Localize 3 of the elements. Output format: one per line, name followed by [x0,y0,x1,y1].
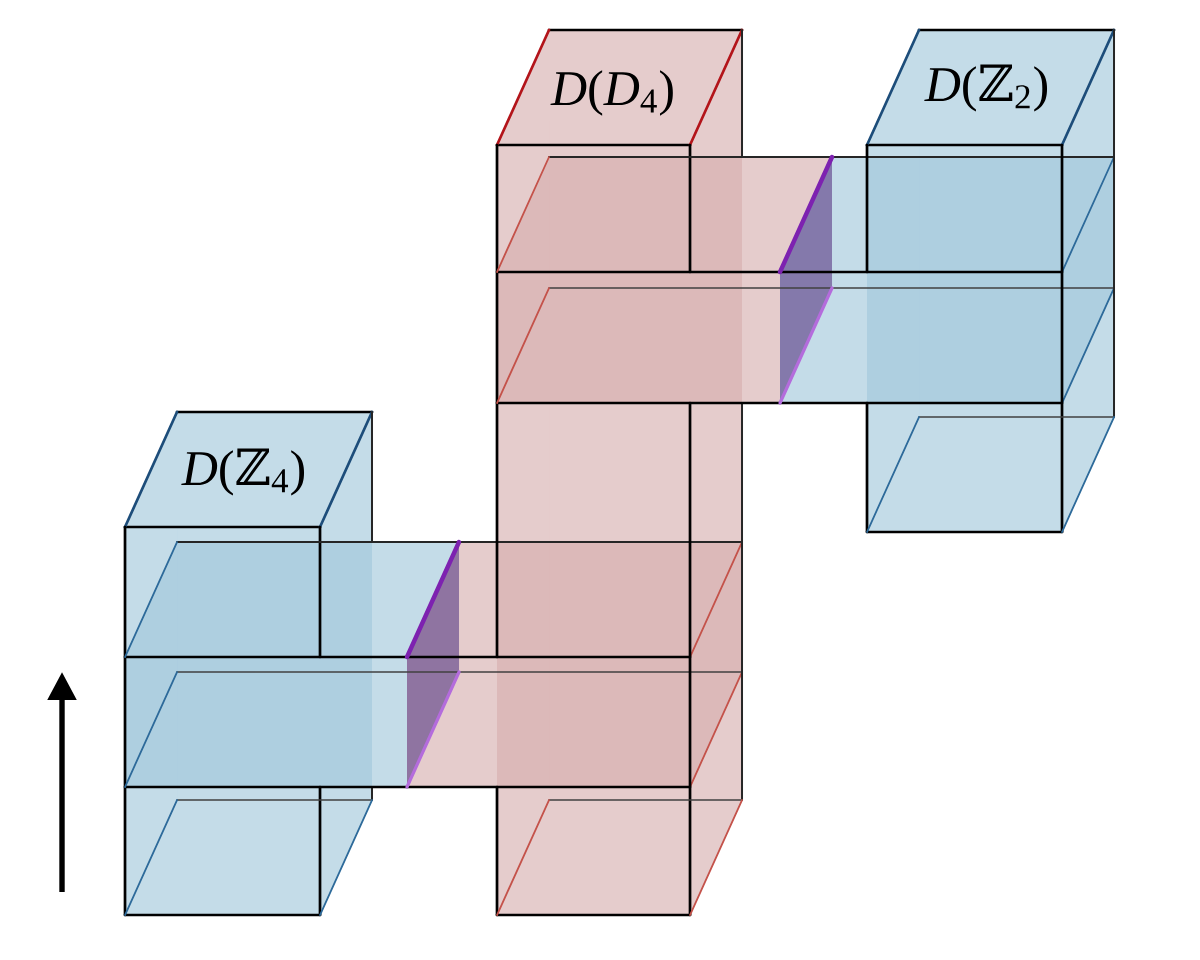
block-label: D(ℤ$_{2}$) [924,64,1048,112]
block-label: D(D$_{4}$) [550,70,673,116]
block-label: D(ℤ$_{4}$) [181,448,305,496]
